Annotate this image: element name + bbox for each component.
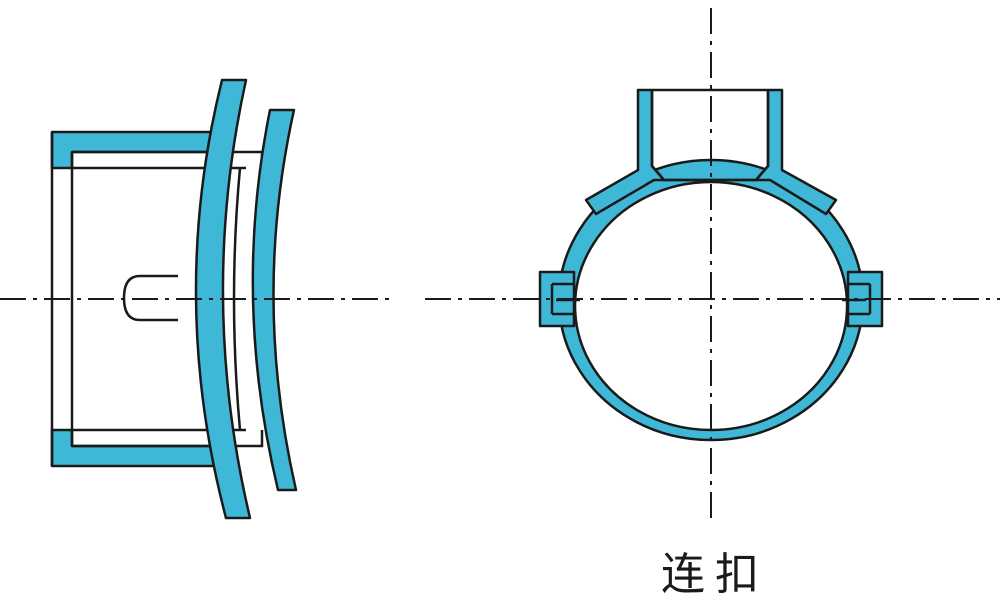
- side-inner-band: [251, 108, 298, 492]
- front-socket-inner: [650, 90, 770, 182]
- front-ring: [557, 158, 865, 442]
- front-view: [538, 88, 884, 442]
- front-left-lug-slot: [550, 282, 574, 316]
- caption: 连扣: [661, 549, 769, 600]
